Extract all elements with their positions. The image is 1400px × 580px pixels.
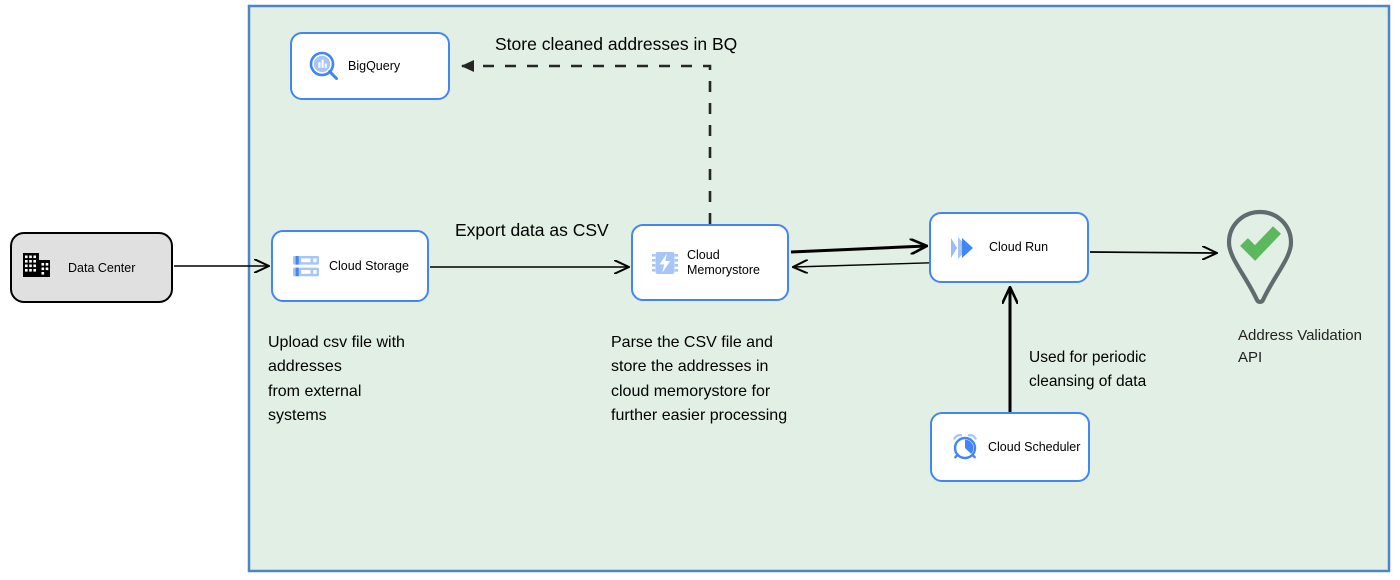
cloud-boundary	[247, 4, 1391, 573]
node-data-center[interactable]: Data Center	[10, 232, 173, 303]
edge-memorystore-to-bigquery	[461, 60, 712, 224]
node-label-cloud-run: Cloud Run	[989, 240, 1049, 255]
node-label-cloud-scheduler: Cloud Scheduler	[988, 439, 1081, 454]
edge-label-export-csv: Export data as CSV	[455, 220, 609, 240]
edge-label-store-cleaned-bq: Store cleaned addresses in BQ	[495, 34, 738, 54]
shape-address-validation-api[interactable]	[1222, 208, 1298, 306]
cloud-scheduler-icon	[942, 432, 988, 462]
cloud-memorystore-icon	[643, 248, 687, 278]
datacenter-building-icon	[22, 251, 68, 284]
node-label-cloud-storage: Cloud Storage	[329, 258, 409, 273]
bigquery-icon	[300, 50, 348, 82]
node-cloud-memorystore[interactable]: Cloud Memorystore	[631, 224, 789, 301]
shape-label-address-validation-api: Address Validation API	[1238, 327, 1362, 366]
edge-cloudrun-to-avapi	[1089, 252, 1216, 253]
note-parse-csv: Parse the CSV file and store the address…	[611, 334, 788, 424]
note-upload-csv: Upload csv file with addresses from exte…	[268, 334, 405, 424]
map-pin-check-icon	[1226, 209, 1294, 304]
node-label-bigquery: BigQuery	[348, 58, 401, 73]
node-label-data-center: Data Center	[68, 260, 136, 275]
node-label-cloud-memorystore: Cloud Memorystore	[687, 247, 760, 277]
cloud-run-icon	[939, 233, 989, 263]
node-cloud-scheduler[interactable]: Cloud Scheduler	[930, 412, 1090, 482]
node-cloud-run[interactable]: Cloud Run	[929, 212, 1089, 283]
edge-label-periodic-cleansing: Used for periodic cleansing of data	[1029, 349, 1147, 390]
node-bigquery[interactable]: BigQuery	[290, 32, 450, 100]
node-cloud-storage[interactable]: Cloud Storage	[271, 230, 429, 302]
cloud-storage-icon	[283, 252, 329, 280]
